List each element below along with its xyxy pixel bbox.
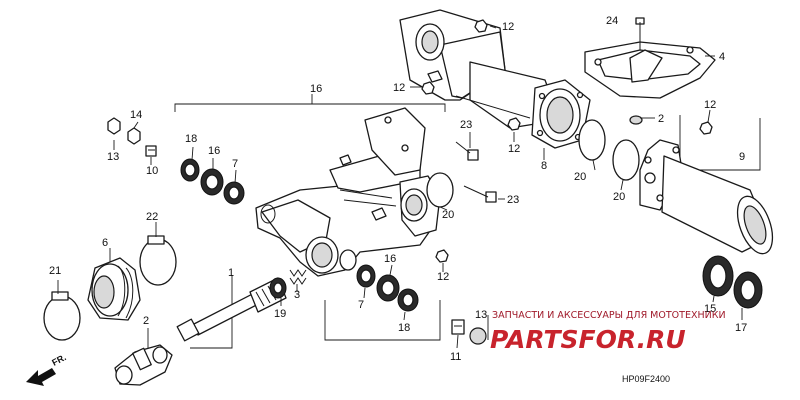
callout-22: 22 (146, 211, 158, 223)
nut-14 (127, 127, 141, 145)
swingarm-assembly (255, 107, 441, 277)
callout-23-b: 23 (507, 194, 519, 206)
forward-arrow-icon: FR. (26, 352, 68, 386)
washer-13-right (469, 327, 487, 345)
nut-12-c (507, 117, 521, 131)
callout-17: 17 (735, 322, 747, 334)
nut-12-e (435, 249, 449, 263)
watermark-logo: PARTSFOR.RU (490, 325, 686, 354)
mounting-plate (584, 41, 716, 99)
svg-text:FR.: FR. (50, 352, 67, 368)
nut-13-left (107, 117, 121, 135)
clamp-22 (139, 235, 177, 286)
callout-20-b: 20 (613, 191, 625, 203)
bearing-set-axle (702, 255, 763, 309)
bolt-23-lower (463, 185, 497, 203)
callout-4: 4 (719, 51, 725, 63)
callout-11: 11 (450, 351, 461, 363)
callout-3: 3 (294, 289, 300, 301)
watermark: ЗАПЧАСТИ И АКСЕССУАРЫ ДЛЯ МОТОТЕХНИКИ PA… (490, 310, 726, 354)
callout-7-left: 7 (232, 158, 238, 170)
callout-7-right: 7 (358, 299, 364, 311)
callout-16-left: 16 (208, 145, 220, 157)
boot-6 (87, 257, 141, 321)
axle-tube (639, 139, 774, 255)
callout-10: 10 (146, 165, 158, 177)
callout-13-left: 13 (107, 151, 119, 163)
callout-18-left: 18 (185, 133, 197, 145)
bearing-set-left (180, 158, 245, 205)
callout-9: 9 (739, 151, 745, 163)
callout-16-right: 16 (384, 253, 396, 265)
callout-14: 14 (130, 109, 142, 121)
callout-12-e: 12 (437, 271, 449, 283)
watermark-tagline: ЗАПЧАСТИ И АКСЕССУАРЫ ДЛЯ МОТОТЕХНИКИ (492, 310, 726, 321)
o-ring-20-c (612, 139, 640, 181)
callout-21: 21 (49, 265, 61, 277)
callout-13-right: 13 (475, 309, 487, 321)
fitting-10 (145, 145, 157, 157)
nut-12-b (421, 81, 435, 95)
callout-20-c: 20 (442, 209, 454, 221)
callout-2-lower: 2 (143, 315, 149, 327)
bolt-23-upper (455, 141, 479, 161)
callout-12-a: 12 (502, 21, 514, 33)
callout-24: 24 (606, 15, 618, 27)
callout-12-c: 12 (508, 143, 520, 155)
bracket-1 (190, 275, 233, 349)
callout-12-d: 12 (704, 99, 716, 111)
callout-23-a: 23 (460, 119, 472, 131)
washer-2-upper (629, 115, 643, 125)
bracket-lower-right (324, 300, 441, 341)
callout-20-a: 20 (574, 171, 586, 183)
callout-1: 1 (228, 267, 234, 279)
seal-19 (269, 277, 287, 299)
callout-labels: 16 24 4 2 12 12 12 12 12 8 9 20 20 20 23… (49, 15, 747, 363)
clamp-21 (43, 291, 81, 341)
plug-11 (451, 319, 465, 335)
callout-8: 8 (541, 160, 547, 172)
nut-12-a (474, 19, 488, 33)
o-ring-20-b (578, 119, 606, 161)
bracket-5 (174, 94, 446, 112)
nut-12-d (699, 121, 713, 135)
bearing-set-right (356, 264, 419, 312)
diagram-code: HP09F2400 (622, 374, 670, 384)
callout-18-right: 18 (398, 322, 410, 334)
bracket-9 (679, 115, 761, 171)
callout-12-b: 12 (393, 82, 405, 94)
callout-6: 6 (102, 237, 108, 249)
callout-2-upper: 2 (658, 113, 664, 125)
spring-3 (289, 269, 307, 285)
callout-5: 16 (310, 83, 322, 95)
universal-joint (114, 344, 173, 386)
final-gear-case (399, 9, 591, 149)
leader-lines (57, 22, 743, 349)
callout-15: 15 (704, 303, 716, 315)
o-ring-20-a (426, 172, 454, 208)
callout-19: 19 (274, 308, 286, 320)
